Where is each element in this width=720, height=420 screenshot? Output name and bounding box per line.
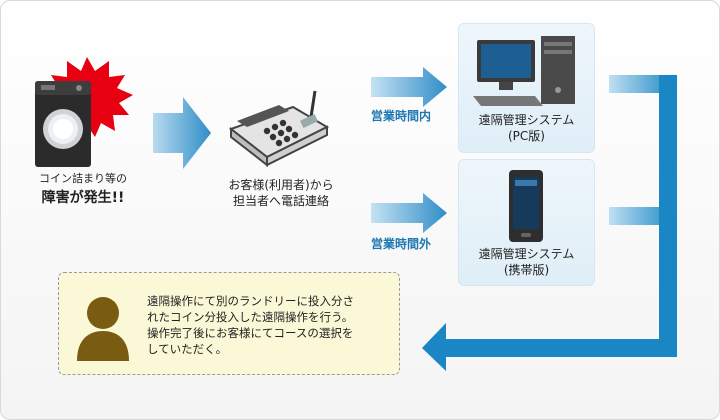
arrow-right-icon [153,97,211,169]
return-flow-arrow-icon [422,75,677,371]
arrow-right-icon [371,193,447,233]
system-mobile-title: 遠隔管理システム [478,247,575,261]
step2-line2: 担当者へ電話連絡 [232,194,329,208]
note-line: 操作完了後にお客様にてコースの選択を [147,326,354,340]
system-pc-title: 遠隔管理システム [478,113,575,127]
step1-headline: 障害が発生!! [41,190,125,206]
route-label-after-hours: 営業時間外 [371,237,432,251]
note-line: していただく。 [147,342,228,356]
system-pc-box: 遠隔管理システム (PC版) [458,23,595,153]
smartphone-icon [509,170,543,242]
system-mobile-subtitle: (携帯版) [503,263,550,277]
telephone-icon [228,90,330,167]
instruction-note: 遠隔操作にて別のランドリーに投入分さ れたコイン分投入した遠隔操作を行う。 操作… [58,272,400,375]
step1-caption: コイン詰まり等の [39,172,127,185]
arrow-right-icon [371,67,447,107]
note-line: れたコイン分投入した遠隔操作を行う。 [147,310,354,324]
system-mobile-box: 遠隔管理システム (携帯版) [458,159,595,286]
desktop-computer-icon [473,36,575,106]
laundry-machine-icon [35,57,133,167]
note-text: 遠隔操作にて別のランドリーに投入分さ れたコイン分投入した遠隔操作を行う。 操作… [147,293,397,357]
route-label-business-hours: 営業時間内 [371,109,432,123]
note-line: 遠隔操作にて別のランドリーに投入分さ [147,294,354,308]
step2-line1: お客様(利用者)から [228,178,334,192]
person-icon [77,297,129,361]
system-pc-subtitle: (PC版) [508,129,545,143]
